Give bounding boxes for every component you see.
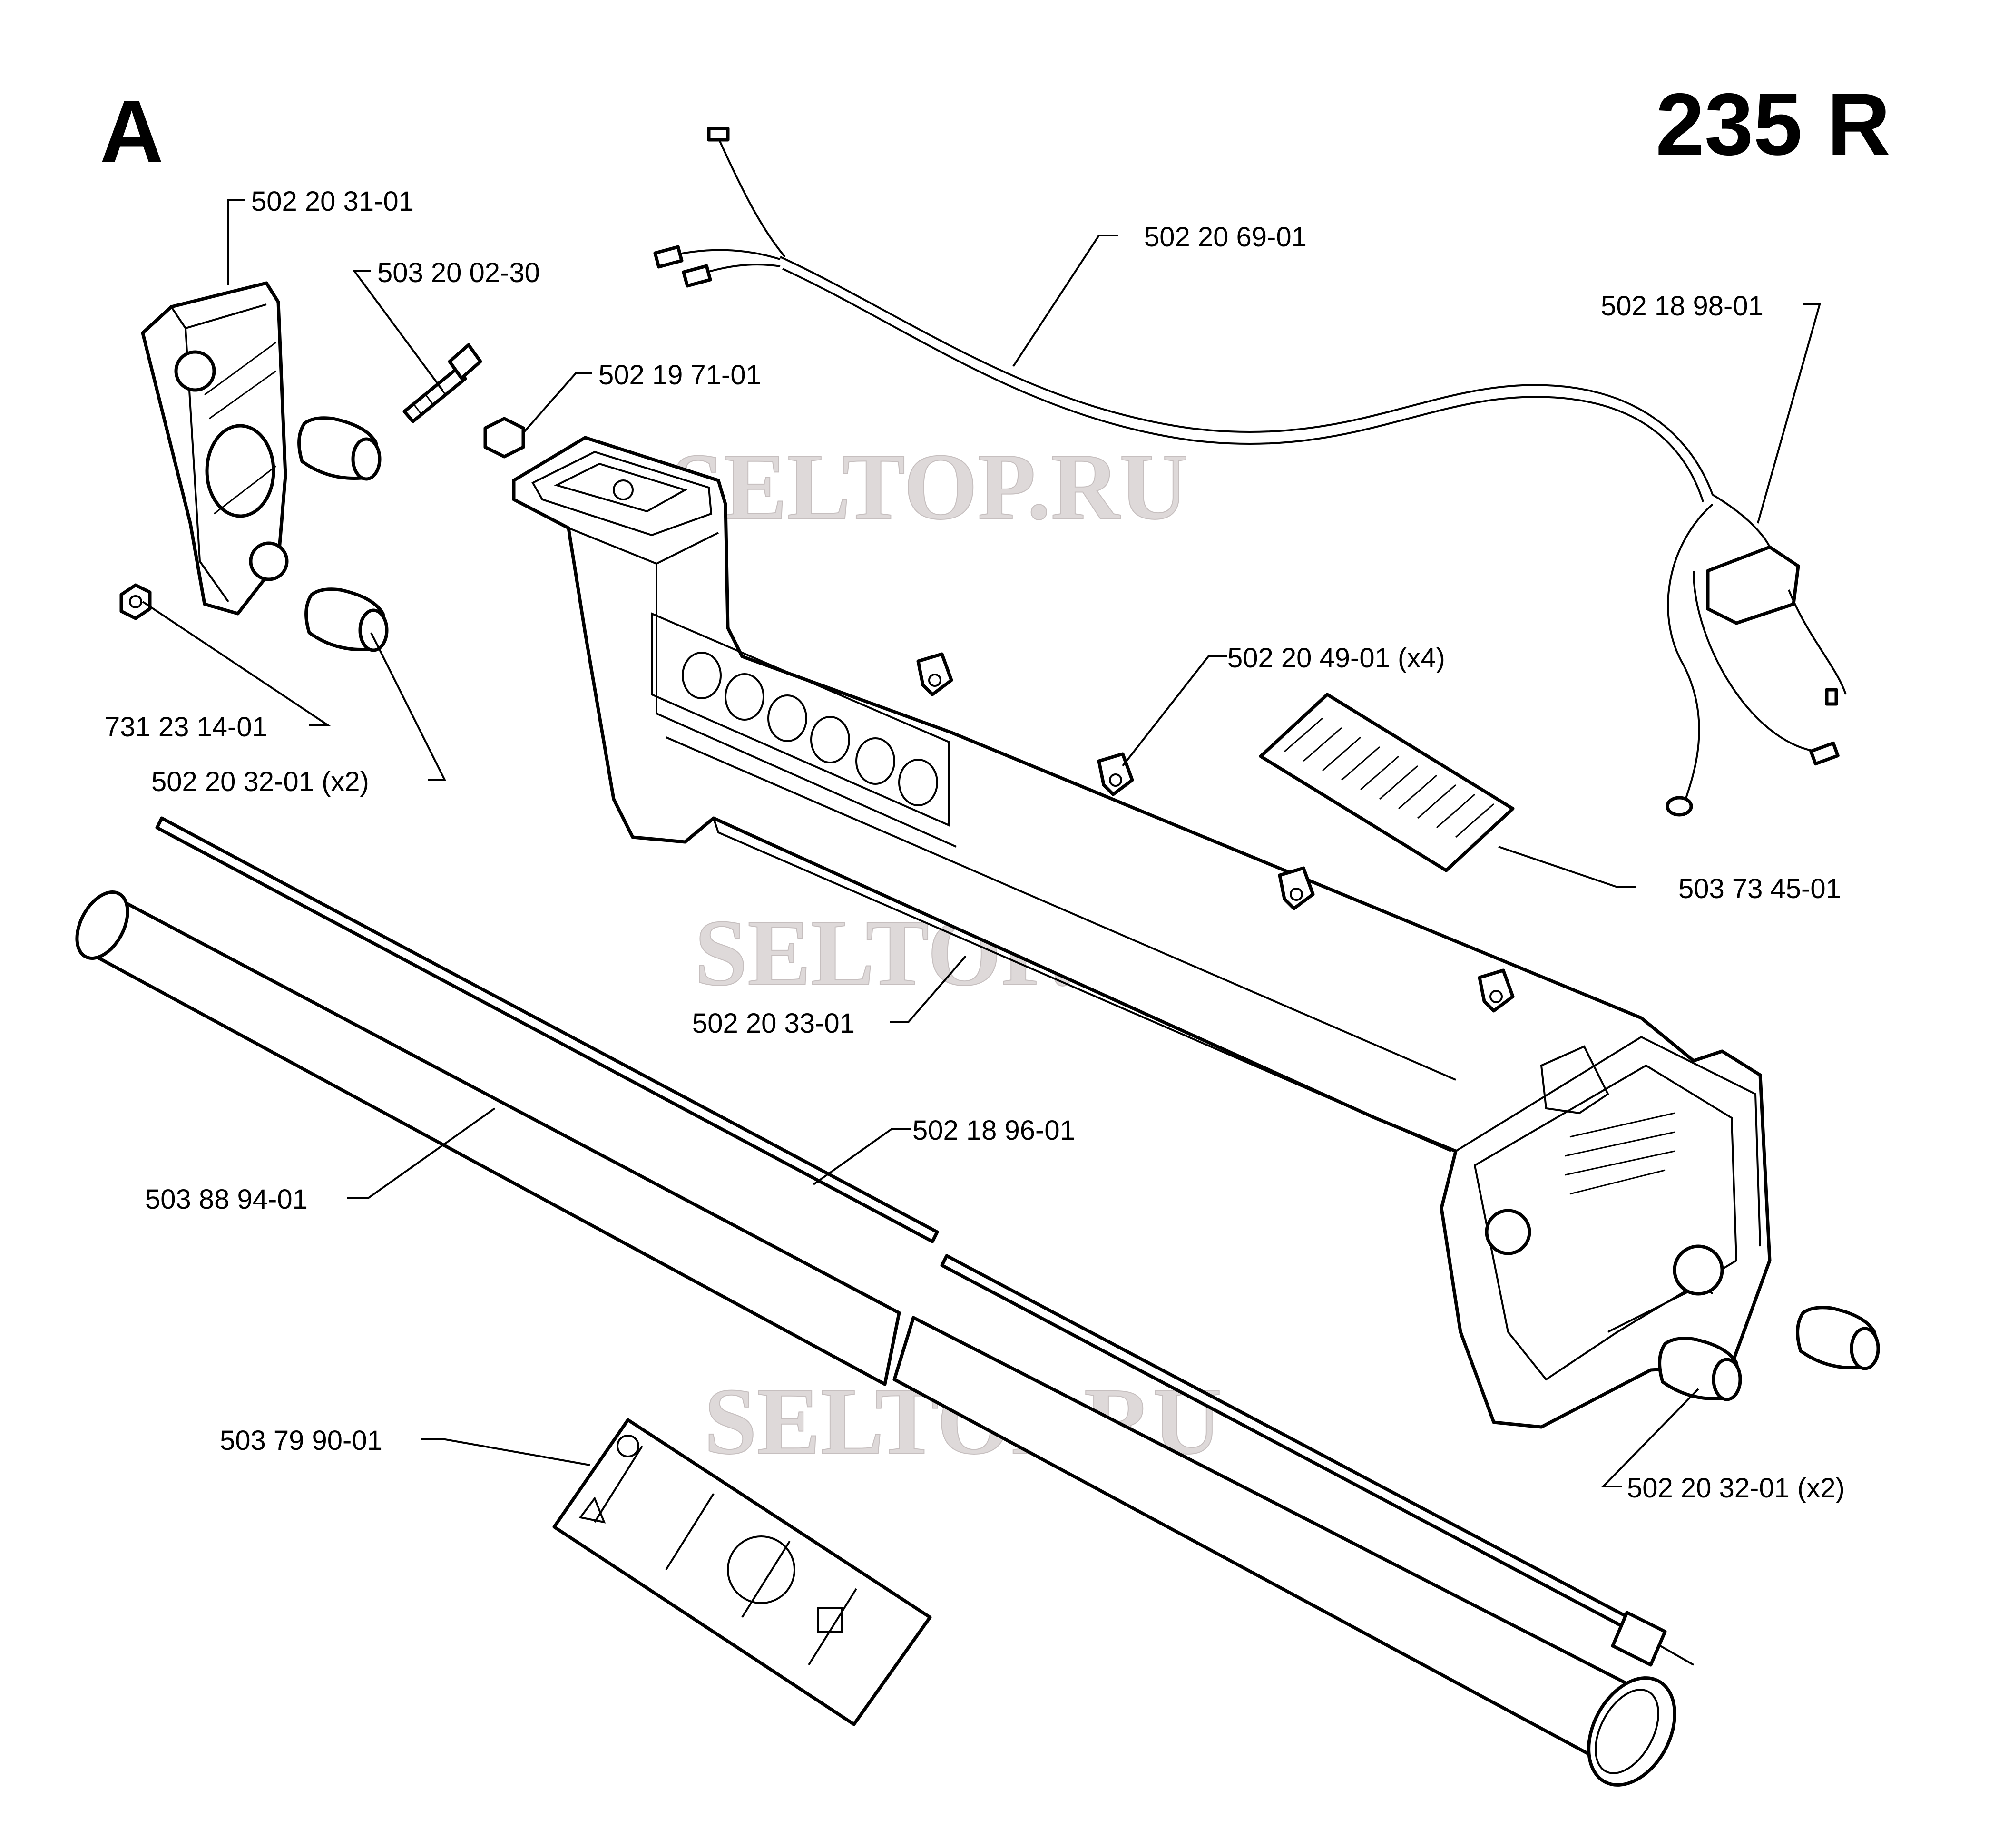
part-label-shaft-tube: 503 88 94-01 bbox=[145, 1184, 308, 1215]
part-label-shaft-housing: 502 20 33-01 bbox=[692, 1008, 855, 1039]
handle-bracket-part bbox=[141, 281, 289, 616]
watermark: SELTOP.RU bbox=[671, 434, 1188, 539]
part-label-decal: 503 73 45-01 bbox=[1678, 873, 1841, 904]
nut-part bbox=[119, 583, 152, 620]
cable-clip-part bbox=[1478, 968, 1515, 1013]
shaft-housing-part bbox=[512, 436, 1772, 1429]
rubber-plug-part bbox=[1658, 1337, 1742, 1401]
vent-holes bbox=[682, 652, 938, 806]
cable-clip-part bbox=[1278, 866, 1315, 910]
screw-part bbox=[402, 343, 482, 423]
square-nut-part bbox=[483, 417, 525, 459]
warning-decal-part bbox=[552, 1418, 932, 1726]
part-label-handle-bracket: 502 20 31-01 bbox=[251, 186, 414, 217]
rubber-plug-part bbox=[297, 416, 382, 481]
part-label-nut: 731 23 14-01 bbox=[105, 712, 267, 743]
part-label-square-nut: 502 19 71-01 bbox=[598, 360, 761, 391]
throttle-cable-part bbox=[653, 127, 1714, 502]
callout-labels: 502 20 31-01 503 20 02-30 502 19 71-01 5… bbox=[105, 186, 1845, 1504]
model-title: 235 R bbox=[1656, 76, 1891, 174]
section-letter: A bbox=[100, 83, 164, 181]
part-label-rubber-plug-left: 502 20 32-01 (x2) bbox=[151, 766, 369, 797]
part-label-rubber-plug-right: 502 20 32-01 (x2) bbox=[1627, 1473, 1845, 1504]
part-label-stop-switch-wire: 502 18 98-01 bbox=[1601, 291, 1764, 322]
part-label-drive-shaft: 502 18 96-01 bbox=[912, 1115, 1075, 1146]
leader-lines bbox=[142, 199, 1821, 1487]
part-label-cable-clip: 502 20 49-01 (x4) bbox=[1227, 643, 1445, 674]
stop-switch-wire-part bbox=[1666, 494, 1847, 817]
decal-part bbox=[1259, 693, 1515, 872]
rubber-plug-part bbox=[1796, 1306, 1880, 1370]
drive-shaft-part bbox=[155, 816, 1694, 1667]
cable-clip-part bbox=[916, 652, 953, 696]
rubber-plug-part bbox=[304, 587, 389, 652]
shaft-tube-part bbox=[75, 890, 1676, 1787]
part-label-throttle-cable: 502 20 69-01 bbox=[1144, 222, 1307, 253]
part-label-screw: 503 20 02-30 bbox=[377, 257, 540, 288]
part-label-warning-decal: 503 79 90-01 bbox=[220, 1425, 382, 1456]
